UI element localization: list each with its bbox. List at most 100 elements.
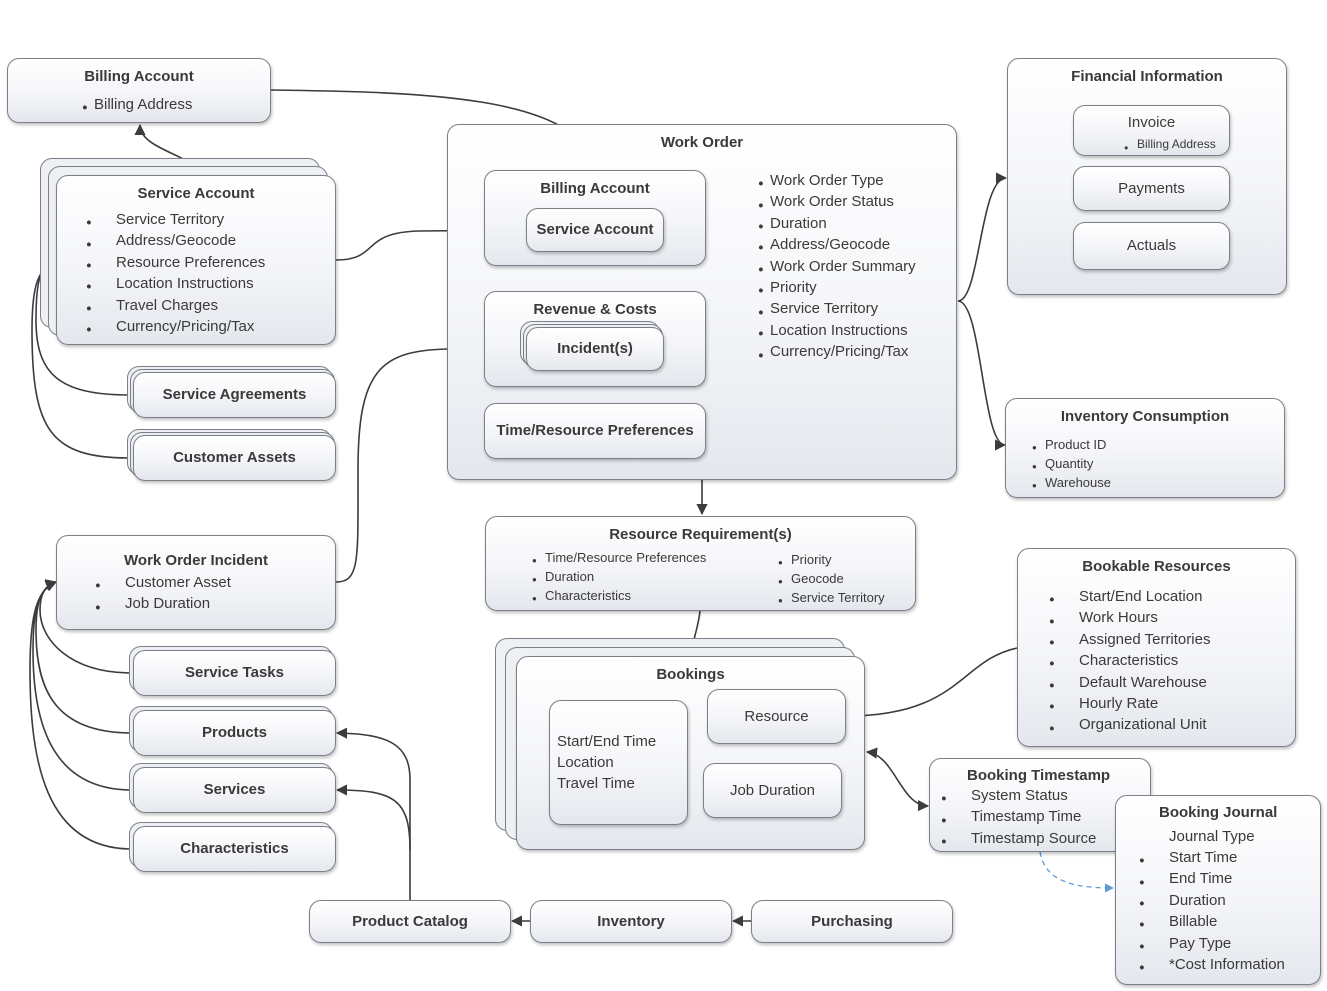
edge-serviceaccount-to-wo bbox=[335, 224, 526, 261]
service-tasks-label: Service Tasks bbox=[185, 664, 284, 681]
edge-wo-to-inventory bbox=[957, 300, 1007, 451]
booking-timestamp-title: Booking Timestamp bbox=[967, 767, 1111, 784]
list-item: Start/End Location bbox=[1047, 586, 1210, 611]
list-item: Resource Preferences bbox=[84, 252, 265, 277]
list-item: Time/Resource Preferences bbox=[532, 548, 706, 570]
list-item: Address/Geocode bbox=[758, 234, 916, 259]
service-tasks-box: Service Tasks bbox=[133, 650, 336, 696]
list-item: Address/Geocode bbox=[84, 230, 265, 255]
list-item: Billing Address bbox=[82, 94, 192, 119]
payments-label: Payments bbox=[1118, 180, 1185, 197]
characteristics-box: Characteristics bbox=[133, 826, 336, 872]
list-item: Job Duration bbox=[93, 593, 231, 618]
edge-catalog-to-services bbox=[335, 784, 411, 851]
edge-wo-to-financial bbox=[957, 172, 1008, 302]
payments-box: Payments bbox=[1073, 166, 1230, 211]
product-catalog-box: Product Catalog bbox=[309, 900, 511, 943]
list-item: Characteristics bbox=[532, 586, 706, 608]
bookings-resource-box: Resource bbox=[707, 689, 846, 744]
characteristics-label: Characteristics bbox=[180, 840, 289, 857]
list-item: Work Order Status bbox=[758, 191, 916, 216]
list-item: Product ID bbox=[1032, 435, 1111, 457]
work-order-incident-list: Customer Asset Job Duration bbox=[93, 572, 231, 619]
incidents-box: Incident(s) bbox=[526, 327, 664, 371]
work-order-incident-title: Work Order Incident bbox=[124, 552, 268, 569]
list-item: Location Instructions bbox=[84, 273, 265, 298]
list-item: Billing Address bbox=[1124, 135, 1216, 157]
list-item: Priority bbox=[758, 277, 916, 302]
bookings-detail-travel: Travel Time bbox=[557, 775, 635, 792]
list-item: Organizational Unit bbox=[1047, 714, 1210, 739]
inventory-box: Inventory bbox=[530, 900, 732, 943]
list-item: Work Order Type bbox=[758, 170, 916, 195]
list-item: Service Territory bbox=[778, 588, 885, 610]
list-item: Assigned Territories bbox=[1047, 629, 1210, 654]
bookings-detail-location: Location bbox=[557, 754, 614, 771]
list-item: Work Hours bbox=[1047, 607, 1210, 632]
products-box: Products bbox=[133, 710, 336, 756]
list-item: Duration bbox=[532, 567, 706, 589]
inventory-consumption-list: Product ID Quantity Warehouse bbox=[1032, 435, 1111, 495]
wo-billing-account-title: Billing Account bbox=[540, 180, 650, 197]
edge-incident-to-wo bbox=[335, 342, 526, 583]
invoice-label: Invoice bbox=[1127, 114, 1176, 131]
list-item: Currency/Pricing/Tax bbox=[84, 316, 265, 341]
bookings-detail-start-end: Start/End Time bbox=[557, 733, 657, 750]
inventory-consumption-title: Inventory Consumption bbox=[1060, 408, 1230, 425]
bookable-resources-title: Bookable Resources bbox=[1082, 558, 1231, 575]
list-item: Service Territory bbox=[758, 298, 916, 323]
financial-information-title: Financial Information bbox=[1071, 68, 1223, 85]
list-item: Warehouse bbox=[1032, 473, 1111, 495]
list-item: Timestamp Source bbox=[939, 828, 1096, 853]
resource-requirements-list-right: Priority Geocode Service Territory bbox=[778, 550, 885, 610]
services-box: Services bbox=[133, 767, 336, 813]
products-label: Products bbox=[201, 724, 267, 741]
incidents-label: Incident(s) bbox=[557, 340, 633, 357]
service-agreements-label: Service Agreements bbox=[162, 386, 307, 403]
time-resource-preferences-label: Time/Resource Preferences bbox=[496, 422, 694, 439]
edge-catalog-to-products bbox=[335, 727, 411, 900]
list-item: Priority bbox=[778, 550, 885, 572]
bookable-resources-box: Bookable Resources Start/End Location Wo… bbox=[1017, 548, 1296, 747]
inventory-consumption-box: Inventory Consumption Product ID Quantit… bbox=[1005, 398, 1285, 498]
list-item: Billable bbox=[1137, 911, 1285, 936]
work-order-title: Work Order bbox=[660, 134, 744, 151]
list-item: Customer Asset bbox=[93, 572, 231, 597]
wo-service-account-label: Service Account bbox=[536, 221, 654, 238]
bookings-details-box: Start/End Time Location Travel Time bbox=[549, 700, 688, 825]
list-item: Geocode bbox=[778, 569, 885, 591]
bookable-resources-list: Start/End Location Work Hours Assigned T… bbox=[1047, 586, 1210, 740]
services-label: Services bbox=[203, 781, 266, 798]
edge-bookings-timestamp bbox=[865, 747, 930, 812]
actuals-box: Actuals bbox=[1073, 222, 1230, 270]
purchasing-label: Purchasing bbox=[811, 913, 893, 930]
booking-journal-title: Booking Journal bbox=[1159, 804, 1278, 821]
list-item: Default Warehouse bbox=[1047, 672, 1210, 697]
resource-requirements-title: Resource Requirement(s) bbox=[609, 526, 792, 543]
list-item: Pay Type bbox=[1137, 933, 1285, 958]
bookings-resource-label: Resource bbox=[744, 708, 809, 725]
resource-requirements-list-left: Time/Resource Preferences Duration Chara… bbox=[532, 548, 706, 608]
list-item: Start Time bbox=[1137, 847, 1285, 872]
service-agreements-box: Service Agreements bbox=[133, 372, 336, 418]
edge-characteristics-to-incident bbox=[29, 580, 133, 850]
bookings-job-duration-box: Job Duration bbox=[703, 763, 842, 818]
product-catalog-label: Product Catalog bbox=[352, 913, 468, 930]
revenue-costs-title: Revenue & Costs bbox=[533, 301, 657, 318]
list-item: Travel Charges bbox=[84, 295, 265, 320]
invoice-list: Billing Address bbox=[1124, 135, 1216, 157]
bookings-title: Bookings bbox=[656, 666, 725, 683]
list-item: Timestamp Time bbox=[939, 806, 1096, 831]
purchasing-box: Purchasing bbox=[751, 900, 953, 943]
billing-account-title: Billing Account bbox=[84, 68, 194, 85]
list-item: Work Order Summary bbox=[758, 256, 916, 281]
edge-bookable-to-resource bbox=[844, 647, 1018, 722]
booking-journal-type: Journal Type bbox=[1169, 828, 1255, 845]
list-item: Characteristics bbox=[1047, 650, 1210, 675]
actuals-label: Actuals bbox=[1126, 237, 1177, 254]
invoice-box: Invoice Billing Address bbox=[1073, 105, 1230, 157]
booking-timestamp-box: Booking Timestamp System Status Timestam… bbox=[929, 758, 1151, 853]
work-order-list: Work Order Type Work Order Status Durati… bbox=[758, 170, 916, 366]
list-item: End Time bbox=[1137, 868, 1285, 893]
